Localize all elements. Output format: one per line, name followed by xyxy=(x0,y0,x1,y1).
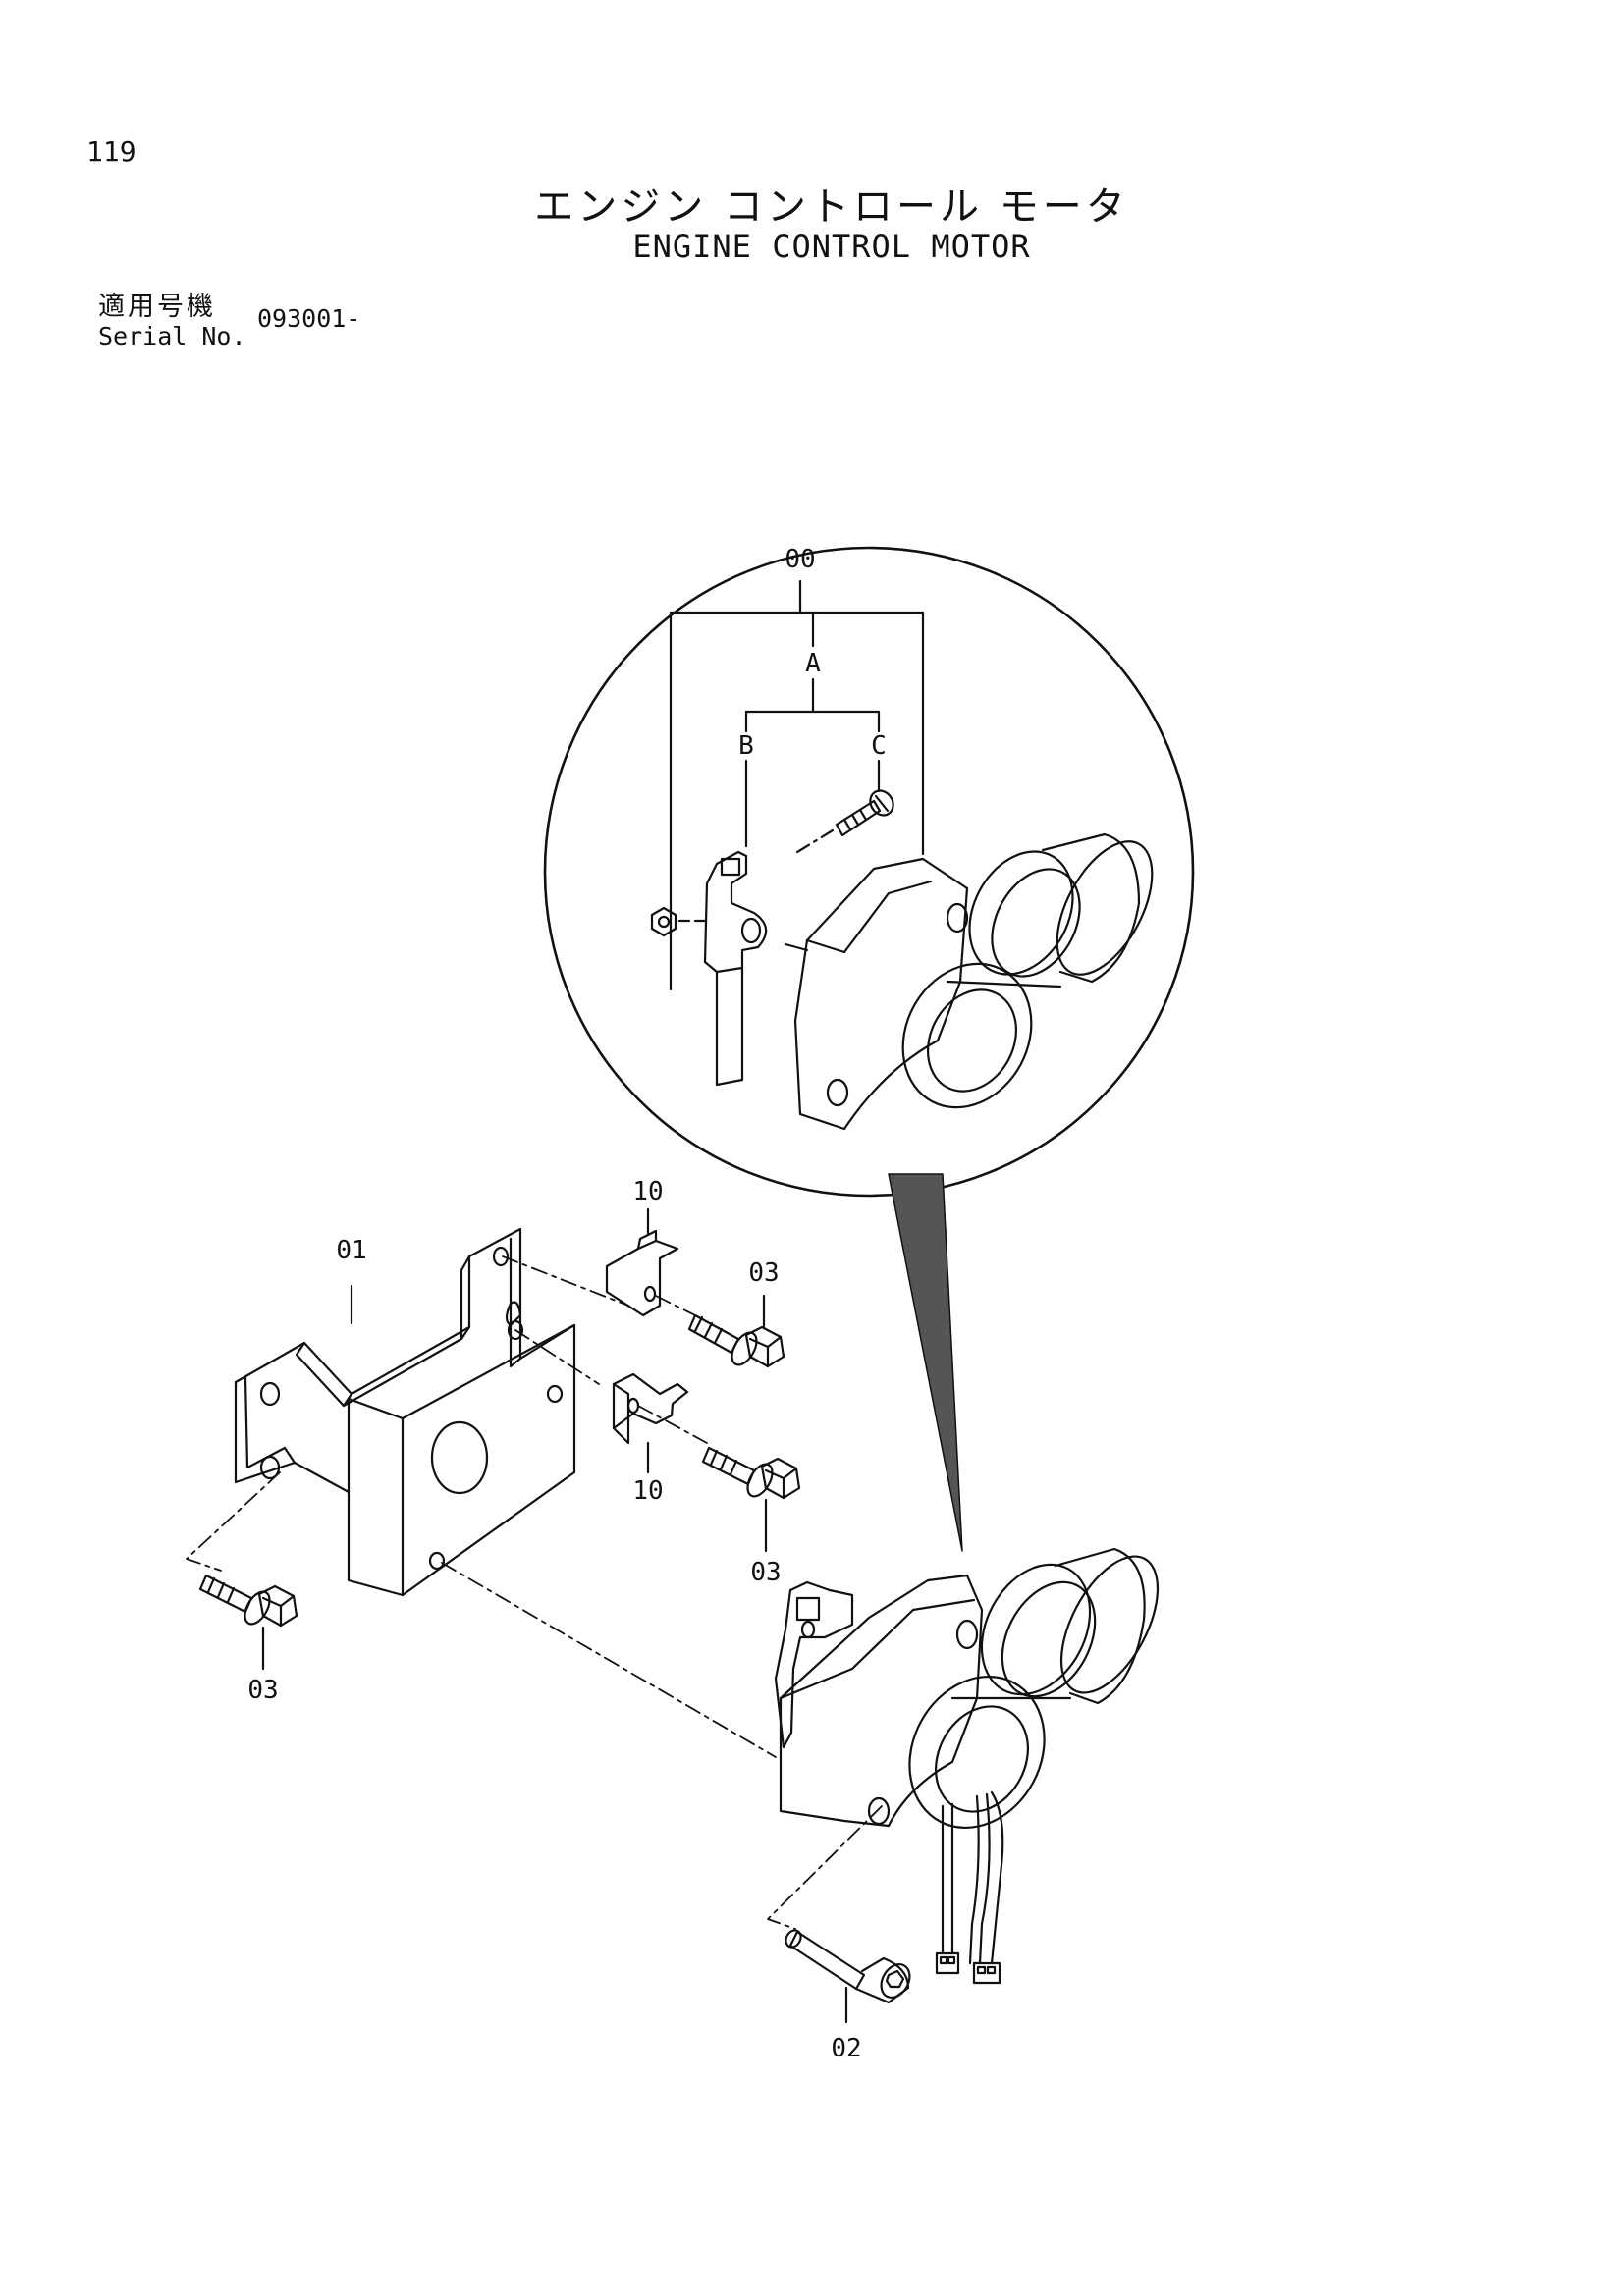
motor-cable-harness xyxy=(935,1790,1004,1985)
bolt-03-lower-icon xyxy=(701,1446,801,1500)
serial-label-japanese: 適用号機 xyxy=(98,292,216,322)
screw-c-icon xyxy=(835,789,894,837)
callout-03-lower: 03 xyxy=(750,1558,781,1587)
callout-10-lower: 10 xyxy=(632,1476,663,1506)
assembly-lines xyxy=(186,1255,883,1930)
assembly-callout-tree xyxy=(669,579,925,991)
callout-02: 02 xyxy=(831,2034,861,2063)
callout-01: 01 xyxy=(336,1236,366,1265)
callout-03-left: 03 xyxy=(247,1676,278,1705)
callout-b: B xyxy=(738,731,754,761)
bolt-03-left-icon xyxy=(198,1574,298,1628)
motor-detail-icon xyxy=(784,832,1154,1131)
callout-03-upper: 03 xyxy=(748,1258,779,1288)
page-number: 119 xyxy=(86,135,136,168)
callout-10-upper: 10 xyxy=(632,1177,663,1206)
detail-view-circle xyxy=(543,546,1195,1198)
socket-bolt-02-icon xyxy=(785,1929,911,2004)
engine-control-motor-icon xyxy=(774,1547,1160,1830)
callout-c: C xyxy=(871,731,887,761)
callout-a: A xyxy=(805,649,821,678)
callout-00: 00 xyxy=(785,545,815,574)
plate-10-lower-icon xyxy=(612,1372,689,1445)
lever-b-icon xyxy=(703,850,768,1087)
page-title-english: ENGINE CONTROL MOTOR xyxy=(632,228,1031,265)
serial-label-english: Serial No. xyxy=(98,322,246,350)
bolt-03-upper-icon xyxy=(687,1313,785,1368)
nut-icon xyxy=(650,906,677,937)
bracket-01-icon xyxy=(234,1227,576,1597)
plate-10-upper-icon xyxy=(605,1229,679,1317)
page-title-japanese: エンジン コントロール モータ xyxy=(534,185,1129,230)
serial-number-value: 093001- xyxy=(257,304,361,333)
detail-pointer xyxy=(888,1173,963,1552)
